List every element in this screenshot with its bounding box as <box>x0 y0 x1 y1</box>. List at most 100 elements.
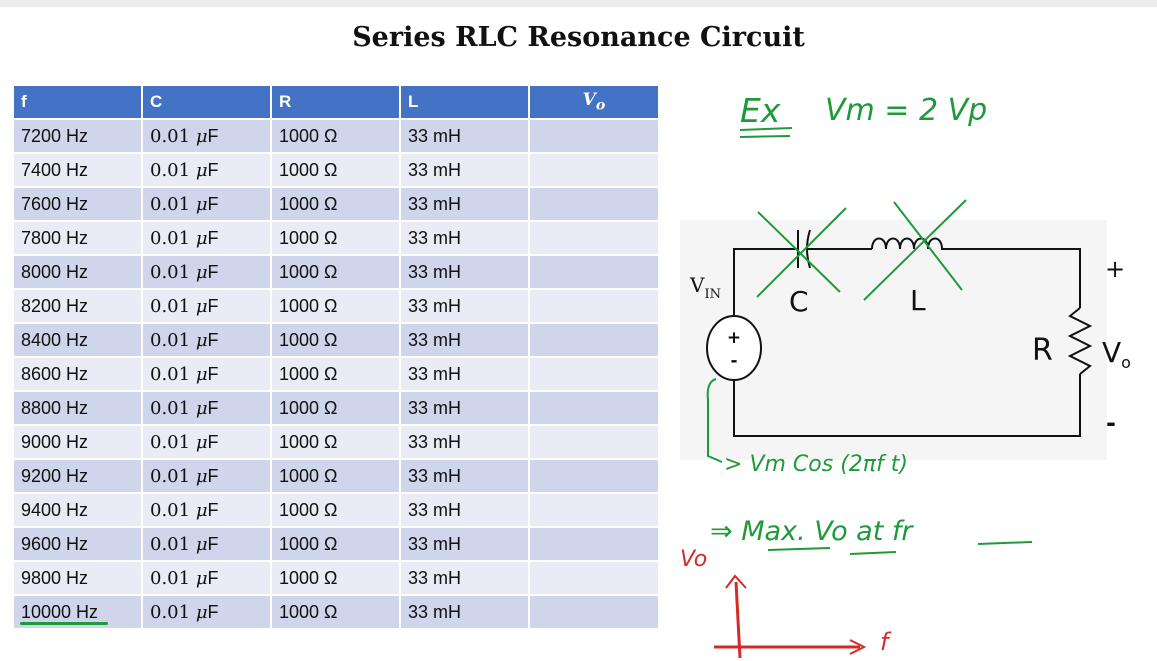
capacitance-unit: F <box>207 329 219 350</box>
capacitance-prefix: μ <box>195 159 208 181</box>
cell-resistance: 1000 Ω <box>270 186 401 222</box>
capacitance-unit: F <box>207 499 219 520</box>
cell-capacitance: 0.01 μF <box>141 322 272 358</box>
graph-y-label: Vo <box>680 547 707 572</box>
capacitance-unit: F <box>207 601 219 622</box>
capacitance-value: 0.01 <box>150 193 196 215</box>
capacitance-value: 0.01 <box>150 329 196 351</box>
annotation-drawing: Ex Vm = 2 Vp + - VIN C L R Vo + - > Vm <box>680 91 1131 659</box>
capacitance-prefix: μ <box>195 295 208 317</box>
capacitance-value: 0.01 <box>150 533 196 555</box>
inductor-coil <box>871 237 952 250</box>
cell-inductance: 33 mH <box>399 424 530 460</box>
cell-capacitance: 0.01 μF <box>141 288 272 324</box>
cell-capacitance: 0.01 μF <box>141 254 272 290</box>
cell-vo <box>528 424 660 460</box>
cell-frequency: 7600 Hz <box>12 186 143 222</box>
example-underline <box>739 127 793 138</box>
cell-inductance: 33 mH <box>399 118 530 154</box>
cell-resistance: 1000 Ω <box>270 492 401 528</box>
capacitance-value: 0.01 <box>150 601 196 623</box>
cell-vo <box>528 560 660 596</box>
capacitance-prefix: μ <box>195 465 208 487</box>
capacitance-prefix: μ <box>195 261 208 283</box>
cross-out-capacitor <box>756 207 847 298</box>
cell-inductance: 33 mH <box>399 322 530 358</box>
capacitance-unit: F <box>207 125 219 146</box>
source-bracket <box>706 378 723 463</box>
capacitance-unit: F <box>207 159 219 180</box>
capacitance-prefix: μ <box>195 397 208 419</box>
cell-resistance: 1000 Ω <box>270 288 401 324</box>
cell-resistance: 1000 Ω <box>270 458 401 494</box>
cell-frequency: 8800 Hz <box>12 390 143 426</box>
inductor-label: L <box>910 284 926 317</box>
capacitance-value: 0.01 <box>150 499 196 521</box>
cell-frequency: 9600 Hz <box>12 526 143 562</box>
capacitance-unit: F <box>207 363 219 384</box>
cell-inductance: 33 mH <box>399 254 530 290</box>
vm-equation: Vm = 2 Vp <box>825 93 987 128</box>
source-expression: > Vm Cos (2πf t) <box>724 452 908 477</box>
capacitance-unit: F <box>207 431 219 452</box>
header-vo-sub: o <box>595 97 606 114</box>
capacitance-value: 0.01 <box>150 159 196 181</box>
capacitance-unit: F <box>207 397 219 418</box>
header-f: f <box>12 84 143 120</box>
cell-vo <box>528 220 660 256</box>
resistor-zigzag <box>1067 307 1093 375</box>
cell-capacitance: 0.01 μF <box>141 492 272 528</box>
capacitor-label: C <box>789 285 809 318</box>
cell-vo <box>528 118 660 154</box>
capacitance-prefix: μ <box>195 567 208 589</box>
voltage-source-icon <box>706 315 762 381</box>
cell-frequency: 7800 Hz <box>12 220 143 256</box>
bottom-wire <box>733 347 1081 437</box>
cell-capacitance: 0.01 μF <box>141 594 272 630</box>
cell-frequency: 9800 Hz <box>12 560 143 596</box>
capacitance-value: 0.01 <box>150 261 196 283</box>
cell-vo <box>528 594 660 630</box>
capacitance-prefix: μ <box>195 125 208 147</box>
cross-out-inductor <box>863 199 967 301</box>
last-row-underline <box>20 622 108 625</box>
capacitance-prefix: μ <box>195 499 208 521</box>
output-plus: + <box>1105 255 1125 283</box>
left-wire <box>733 248 798 315</box>
capacitor-plate-right <box>806 229 811 269</box>
cell-resistance: 1000 Ω <box>270 526 401 562</box>
capacitance-prefix: μ <box>195 601 208 623</box>
graph-y-arrow-icon <box>725 574 747 589</box>
cell-vo <box>528 390 660 426</box>
table-header-row: f C R L Vo <box>12 84 660 120</box>
cell-vo <box>528 288 660 324</box>
resistor-label: R <box>1032 333 1053 368</box>
cell-inductance: 33 mH <box>399 288 530 324</box>
page-title: Series RLC Resonance Circuit <box>352 22 805 53</box>
max-note-underlines <box>767 541 1033 555</box>
output-minus: - <box>1106 409 1116 437</box>
source-minus: - <box>730 351 737 371</box>
capacitance-unit: F <box>207 227 219 248</box>
graph-x-label: f <box>880 628 892 656</box>
cell-frequency: 8600 Hz <box>12 356 143 392</box>
capacitance-value: 0.01 <box>150 431 196 453</box>
capacitance-prefix: μ <box>195 363 208 385</box>
cell-vo <box>528 254 660 290</box>
cell-capacitance: 0.01 μF <box>141 186 272 222</box>
example-label: Ex <box>740 91 781 130</box>
capacitance-prefix: μ <box>195 533 208 555</box>
cell-vo <box>528 186 660 222</box>
cell-vo <box>528 492 660 528</box>
